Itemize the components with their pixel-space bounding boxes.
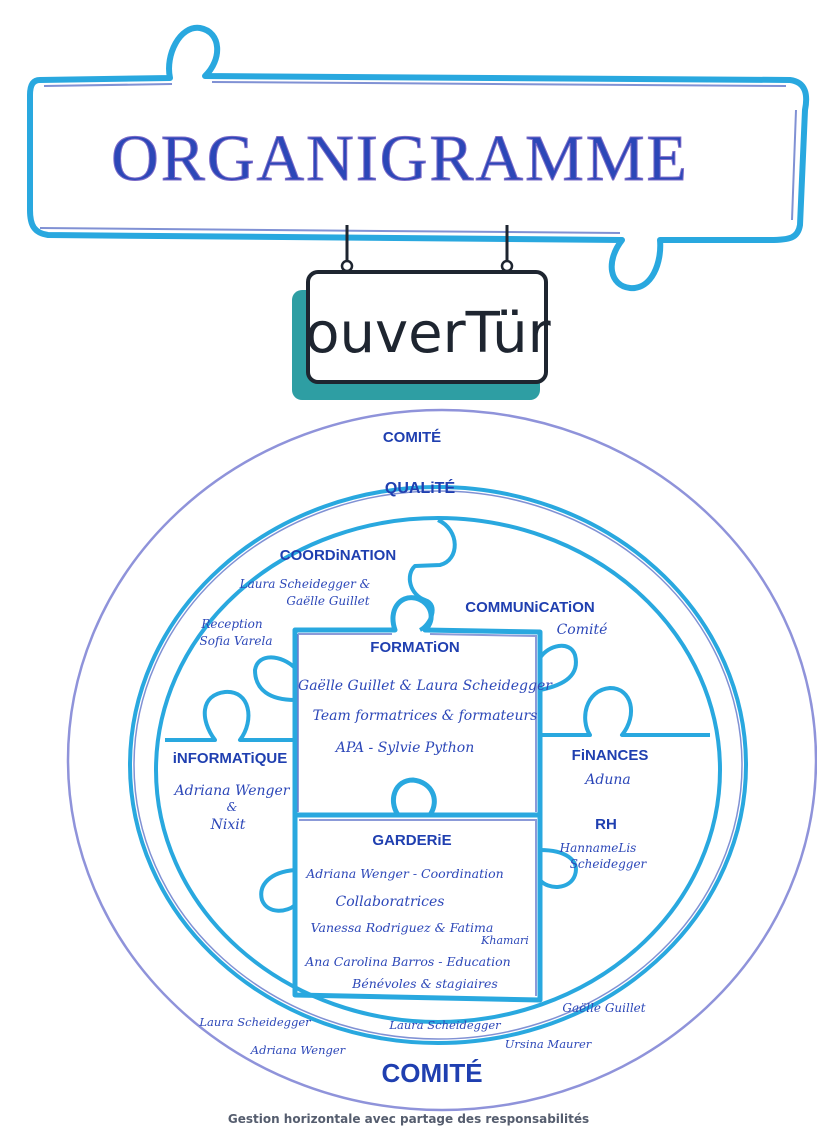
rh-person-2: Scheidegger (570, 857, 648, 871)
informatique-label: iNFORMATiQUE (173, 750, 287, 767)
formation-label: FORMATiON (370, 639, 459, 656)
formation-person-1: Gaëlle Guillet & Laura Scheidegger (298, 678, 553, 694)
garderie-person-5: Ana Carolina Barros - Education (304, 954, 510, 969)
finances-person-1: Aduna (583, 772, 630, 788)
garderie-person-4: Khamari (480, 934, 529, 947)
committee-member: Ursina Maurer (505, 1037, 593, 1051)
footer-caption: Gestion horizontale avec partage des res… (227, 1112, 590, 1126)
garderie-person-3: Vanessa Rodriguez & Fatima (311, 920, 494, 935)
committee-member: Laura Scheidegger (198, 1015, 312, 1029)
coordination-label: COORDiNATION (280, 547, 396, 564)
garderie-block (292, 812, 543, 1003)
committee-member: Laura Scheidegger (388, 1018, 502, 1032)
formation-person-2: Team formatrices & formateurs (313, 708, 538, 724)
reception-line-2: Sofia Varela (200, 634, 273, 648)
middle-ring-label: QUALiTÉ (385, 478, 456, 497)
rh-person-1: HannameLis (559, 841, 637, 855)
inner-ring (154, 516, 722, 1024)
garderie-person-6: Bénévoles & stagiaires (351, 976, 498, 991)
formation-person-3: APA - Sylvie Python (334, 740, 475, 756)
committee-member: Gaëlle Guillet (562, 1001, 645, 1015)
garderie-label: GARDERiE (372, 832, 451, 849)
page-title: ORGANIGRAMME (111, 122, 689, 195)
communication-person-1: Comité (557, 622, 608, 638)
middle-ring (128, 485, 748, 1045)
coordination-person-1: Laura Scheidegger & (239, 577, 371, 591)
outer-ring (66, 408, 817, 1112)
coordination-person-2: Gaëlle Guillet (286, 594, 369, 608)
informatique-person-3: Nixit (210, 817, 246, 833)
bottom-ring-label: COMITÉ (381, 1058, 482, 1088)
rh-label: RH (595, 816, 617, 833)
outer-ring-label: COMITÉ (383, 429, 441, 446)
logo-text: ouverTür (305, 301, 551, 366)
reception-line-1: Reception (200, 617, 262, 631)
informatique-person-2: & (227, 800, 238, 814)
formation-block (292, 595, 543, 818)
finances-label: FiNANCES (572, 747, 649, 764)
logo-sign (292, 225, 548, 400)
garderie-person-1: Adriana Wenger - Coordination (305, 866, 503, 881)
communication-label: COMMUNiCATiON (465, 599, 594, 616)
informatique-person-1: Adriana Wenger (173, 783, 291, 799)
title-banner (27, 24, 810, 292)
garderie-person-2: Collaboratrices (336, 894, 445, 910)
committee-member: Adriana Wenger (250, 1043, 347, 1057)
